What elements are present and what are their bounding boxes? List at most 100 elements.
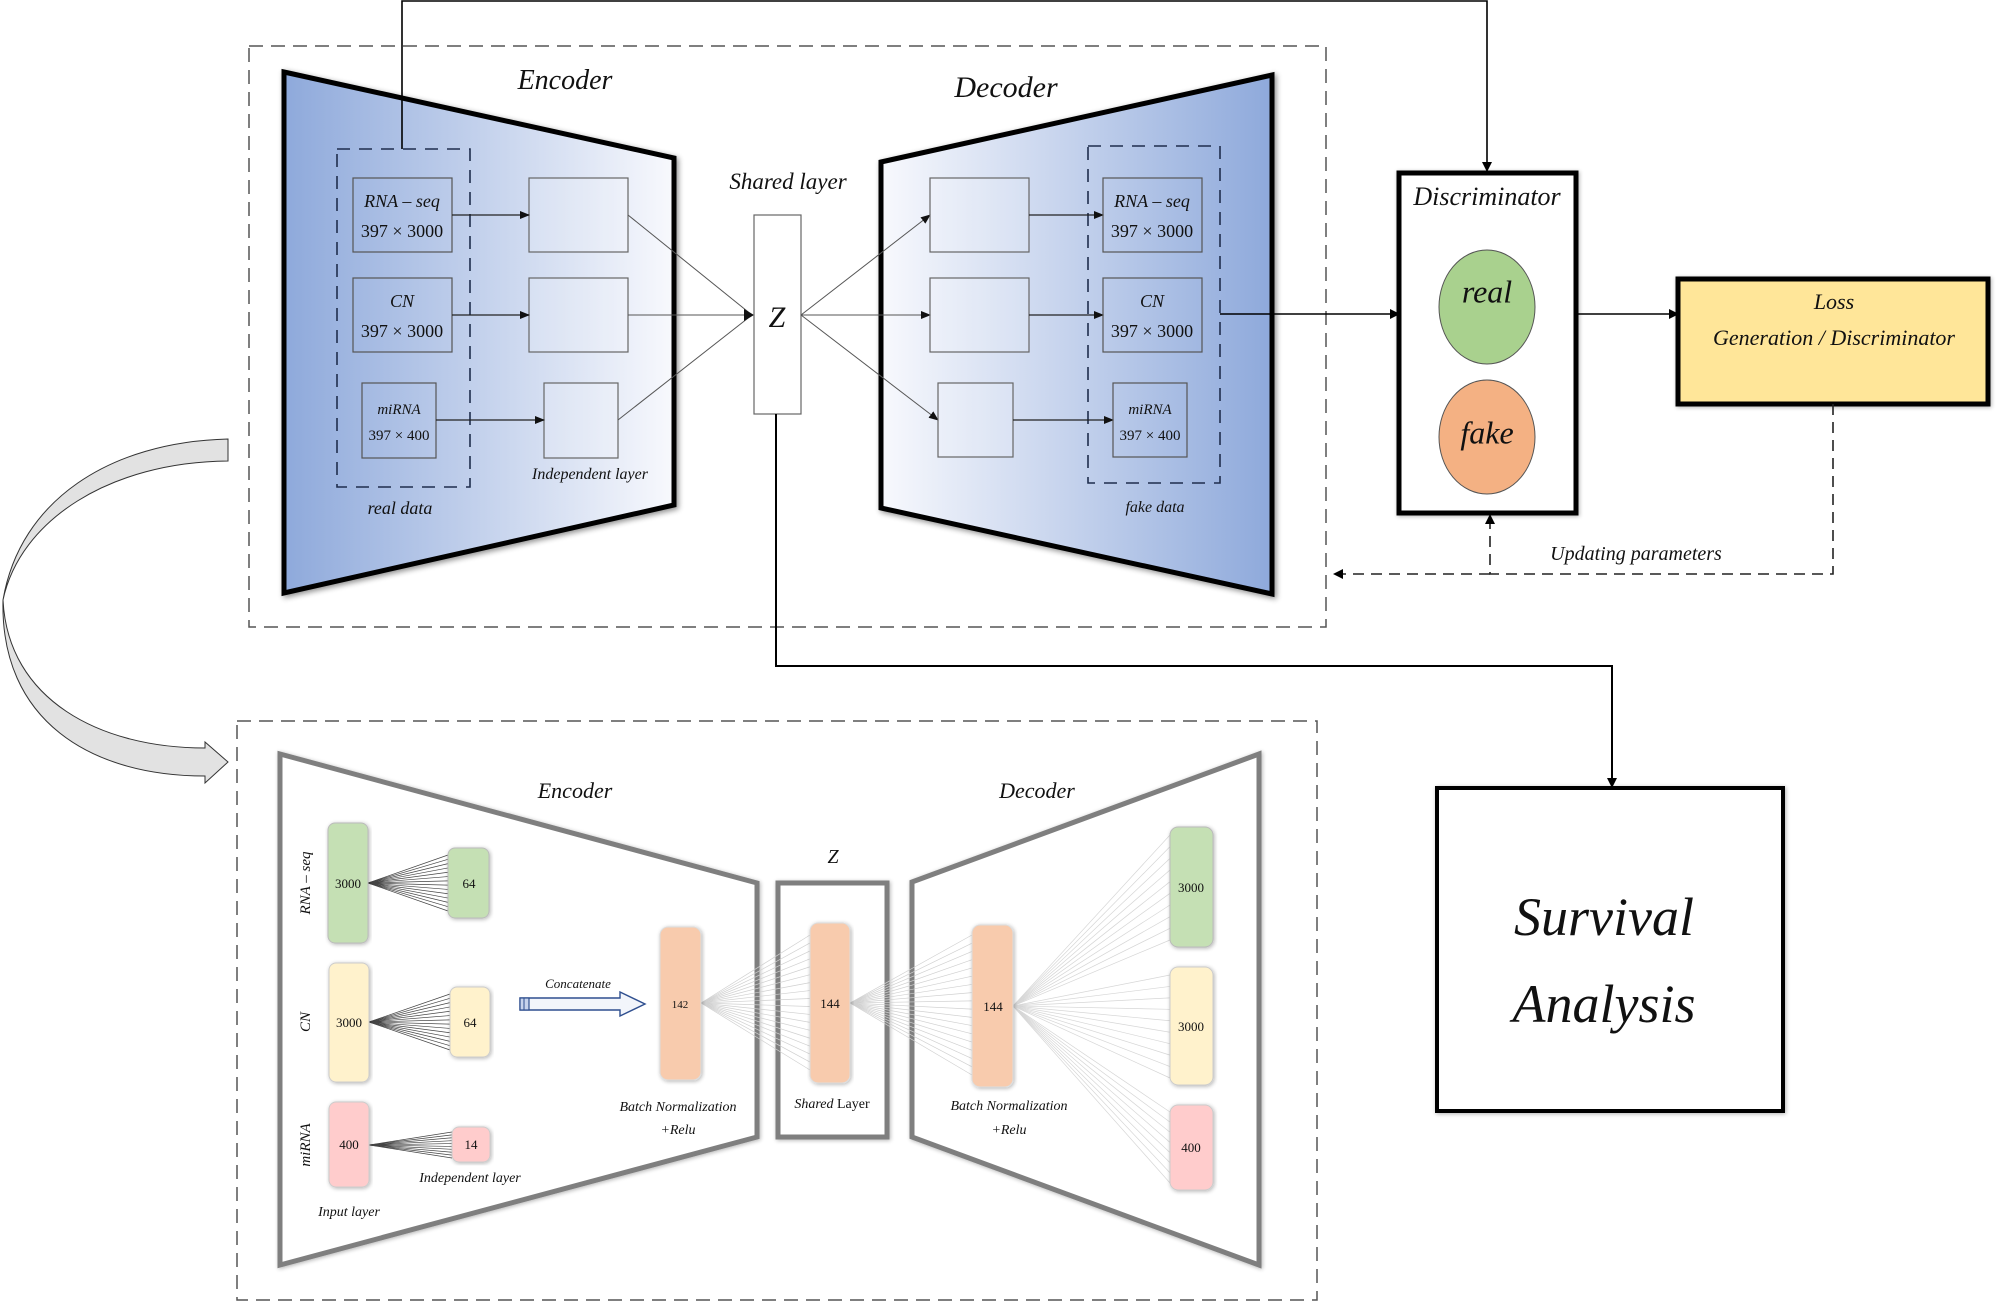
fan-line-rna <box>367 876 449 884</box>
fan-line-decoder-out-rna <box>1012 939 1171 1007</box>
output-size-mirna: 400 <box>1181 1140 1201 1155</box>
fan-line-shared-decoder <box>849 1000 973 1004</box>
fan-line-cn <box>368 1002 451 1023</box>
bottom-decoder-title: Decoder <box>998 778 1075 803</box>
real-data-group <box>336 148 471 488</box>
fan-line-decoder-out-cn <box>1012 974 1171 1007</box>
fake-circle <box>1438 379 1536 495</box>
fan-line-decoder-out-rna <box>1012 846 1171 1007</box>
fan-line-mirna <box>368 1144 453 1153</box>
fan-line-cn <box>368 1015 451 1023</box>
fan-line-rna <box>367 882 449 886</box>
fan-line-decoder-out-mirna <box>1012 1005 1171 1113</box>
fake-data-group <box>1087 145 1221 484</box>
fan-line-rna <box>367 854 449 884</box>
output-layer-rna-seq: 3000 <box>1169 826 1214 948</box>
shared-size: 144 <box>820 996 840 1011</box>
output-box-cn: CN 397 × 3000 <box>1102 277 1203 353</box>
fan-line-shared-decoder <box>849 1002 973 1068</box>
fan-line-shared-decoder <box>849 934 973 1004</box>
output-mirna-name: miRNA <box>1128 402 1172 418</box>
fan-line-mirna <box>368 1137 453 1146</box>
fan-line-rna <box>367 863 449 884</box>
fake-data-label: fake data <box>1125 499 1184 516</box>
decoder-relu-label: +Relu <box>991 1123 1026 1138</box>
real-label: real <box>1462 273 1512 309</box>
fan-line-decoder-out-cn <box>1012 1005 1171 1010</box>
fan-line-shared-decoder <box>849 975 973 1004</box>
arrow-z-to-survival <box>775 414 1617 788</box>
arrow-real-to-discriminator <box>401 0 1492 172</box>
input-rna-seq-shape: 397 × 3000 <box>361 221 443 241</box>
bottom-z-title: Z <box>827 846 839 868</box>
survival-label: Survival <box>1514 887 1694 947</box>
fan-line-mirna <box>368 1144 453 1150</box>
independent-layer-rna-seq: 64 <box>447 847 490 919</box>
top-encoder-shape <box>281 68 677 597</box>
independent-layer-mirna: 14 <box>451 1126 491 1163</box>
omics-label-rna-seq: RNA – seq <box>298 851 314 916</box>
fan-line-concat-shared <box>700 1002 811 1071</box>
fan-line-concat-shared <box>700 974 811 1004</box>
discriminator-box: Discriminator real fake <box>1396 170 1579 516</box>
output-box-mirna: miRNA 397 × 400 <box>1112 382 1188 458</box>
input-box-mirna: miRNA 397 × 400 <box>361 382 437 459</box>
fan-line-cn <box>368 1021 451 1034</box>
fan-line-concat-shared <box>700 982 811 1004</box>
fan-line-decoder-out-cn <box>1012 1005 1171 1045</box>
input-size-cn: 3000 <box>336 1015 362 1030</box>
top-decoder-title: Decoder <box>953 71 1058 104</box>
fan-line-concat-shared <box>700 1002 811 1015</box>
z-input-arrowhead <box>744 309 754 321</box>
concat-size: 142 <box>672 999 689 1011</box>
z-symbol: Z <box>769 301 786 334</box>
output-cn-shape: 397 × 3000 <box>1111 321 1193 341</box>
bottom-independent-layer-label: Independent layer <box>418 1171 521 1186</box>
link-z-to-decoder-rna <box>800 214 931 316</box>
input-cn-name: CN <box>390 291 415 311</box>
fan-line-shared-decoder <box>849 984 973 1004</box>
fan-line-decoder-out-cn <box>1012 1005 1171 1022</box>
curved-expand-arrow <box>2 438 229 785</box>
fan-line-concat-shared <box>700 1002 811 1039</box>
fan-line-cn <box>368 1021 451 1038</box>
top-model-dashed-frame <box>248 45 1327 628</box>
fan-line-rna <box>367 882 449 890</box>
encoder-independent-box-cn <box>528 277 629 353</box>
fan-line-decoder-out-rna <box>1012 869 1171 1007</box>
fan-line-shared-decoder <box>849 1002 973 1059</box>
fan-line-mirna <box>368 1131 453 1146</box>
fan-line-concat-shared <box>700 1002 811 1031</box>
input-size-rna-seq: 3000 <box>335 876 361 891</box>
fan-line-cn <box>368 1021 451 1042</box>
loss-subtitle: Generation / Discriminator <box>1713 325 1955 350</box>
encoder-independent-box-mirna <box>543 382 619 459</box>
output-rna-seq-shape: 397 × 3000 <box>1111 221 1193 241</box>
independent-size-rna-seq: 64 <box>463 876 477 891</box>
fan-line-concat-shared <box>700 1002 811 1063</box>
fan-line-shared-decoder <box>849 959 973 1004</box>
output-box-rna-seq: RNA – seq 397 × 3000 <box>1102 177 1203 253</box>
fan-line-decoder-out-mirna <box>1012 1005 1171 1143</box>
fan-line-decoder-out-cn <box>1012 1005 1171 1056</box>
survival-analysis-box: Survival Analysis <box>1435 786 1785 1113</box>
top-decoder-shape <box>878 71 1275 598</box>
fan-line-rna <box>367 871 449 884</box>
fan-line-cn <box>368 1019 451 1023</box>
fan-line-cn <box>368 1021 451 1051</box>
shared-label-plain: Layer <box>834 1097 870 1112</box>
fan-line-rna <box>367 882 449 903</box>
fan-line-concat-shared <box>700 934 811 1004</box>
fan-line-concat-shared <box>700 958 811 1004</box>
fan-line-rna <box>367 882 449 912</box>
input-mirna-name: miRNA <box>377 402 421 418</box>
fan-line-cn <box>368 1021 451 1029</box>
fan-line-decoder-out-mirna <box>1012 1005 1171 1174</box>
fan-line-concat-shared <box>700 1002 811 1047</box>
output-size-rna-seq: 3000 <box>1178 880 1204 895</box>
decoder-bn-label: Batch Normalization <box>950 1099 1067 1114</box>
input-mirna-shape: 397 × 400 <box>369 428 430 444</box>
fan-line-shared-decoder <box>849 1002 973 1010</box>
decoder-hidden-box-mirna <box>937 382 1014 458</box>
fan-line-cn <box>368 997 451 1023</box>
